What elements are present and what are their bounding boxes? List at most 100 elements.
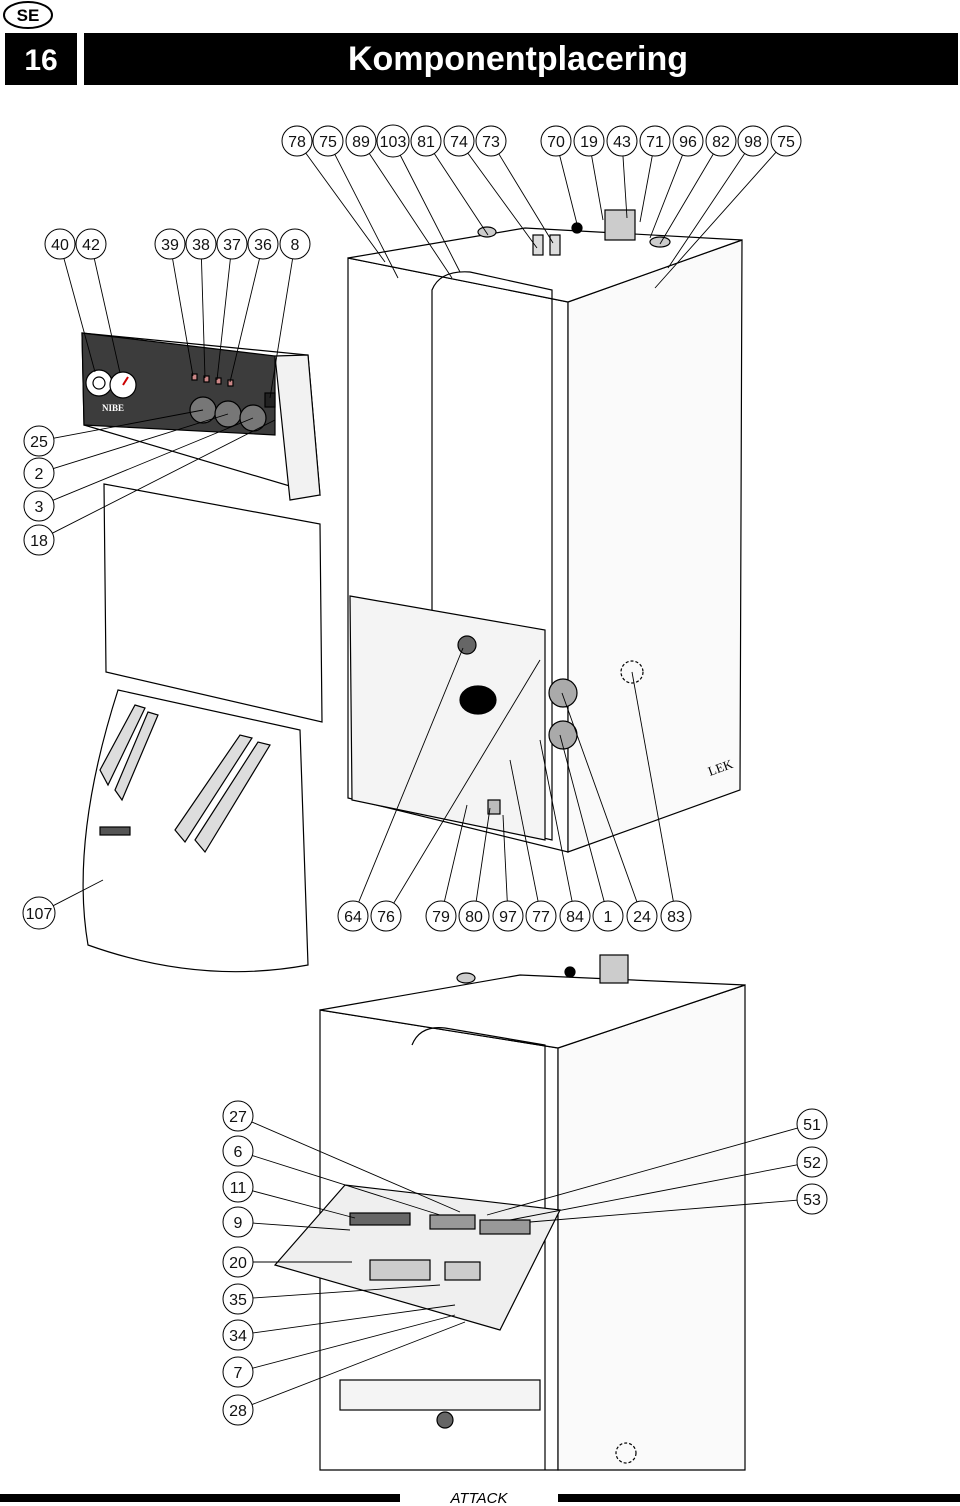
callout-circle [705, 125, 737, 157]
callout-circle [458, 900, 490, 932]
callout-9: 9 [222, 1206, 254, 1238]
callout-circle [222, 1100, 254, 1132]
callout-24: 24 [626, 900, 658, 932]
callout-circle [492, 900, 524, 932]
callout-circle [44, 228, 76, 260]
callout-89: 89 [345, 125, 377, 157]
callout-83: 83 [660, 900, 692, 932]
callout-circle [525, 900, 557, 932]
callout-64: 64 [337, 900, 369, 932]
title-bar [84, 33, 958, 85]
leader-line-top_row_a-4 [433, 153, 489, 236]
callout-number: 70 [547, 134, 565, 151]
leader-line-panel_row-6 [269, 258, 294, 399]
callout-1: 1 [592, 900, 624, 932]
callout-number: 51 [803, 1117, 821, 1134]
callout-circle [222, 1319, 254, 1351]
leader-line-top_row_b-1 [591, 155, 604, 221]
callout-number: 3 [35, 499, 44, 516]
callout-71: 71 [639, 125, 671, 157]
leader-line-bottom_row-2 [393, 659, 541, 904]
leader-line-panel_row-1 [93, 258, 121, 374]
callout-number: 97 [499, 909, 517, 926]
callout-number: 107 [26, 906, 53, 923]
callout-number: 9 [234, 1215, 243, 1232]
callout-27: 27 [222, 1100, 254, 1132]
leader-line-top_row_a-5 [467, 152, 538, 249]
callout-number: 42 [82, 237, 100, 254]
callout-circle [216, 228, 248, 260]
callout-19: 19 [573, 125, 605, 157]
callout-number: 73 [482, 134, 500, 151]
callout-number: 36 [254, 237, 272, 254]
callout-circle [222, 1171, 254, 1203]
callout-number: 76 [377, 909, 395, 926]
callout-43: 43 [606, 125, 638, 157]
callout-number: 7 [234, 1365, 243, 1382]
callout-circle [23, 524, 55, 556]
leader-line-bottom_row-4 [475, 807, 491, 902]
callout-79: 79 [425, 900, 457, 932]
callout-42: 42 [75, 228, 107, 260]
callout-circle [247, 228, 279, 260]
language-badge-text: SE [17, 6, 40, 25]
leader-line-top_row_b-7 [654, 151, 777, 289]
callout-circle [639, 125, 671, 157]
callout-circle [626, 900, 658, 932]
callout-82: 82 [705, 125, 737, 157]
callout-73: 73 [475, 125, 507, 157]
callout-98: 98 [737, 125, 769, 157]
callout-39: 39 [154, 228, 186, 260]
callout-number: 84 [566, 909, 584, 926]
leader-line-bottom_row-6 [509, 759, 539, 902]
callout-number: 89 [352, 134, 370, 151]
callout-number: 25 [30, 434, 48, 451]
callout-number: 37 [223, 237, 241, 254]
front-cover [82, 689, 309, 973]
page-footer: ATTACK [0, 1490, 960, 1506]
leader-line-bottom_row-7 [539, 739, 573, 902]
leader-line-bottom_row-8 [559, 734, 605, 902]
callout-circle [222, 1283, 254, 1315]
callout-75: 75 [770, 125, 802, 157]
callout-number: 1 [604, 909, 613, 926]
callout-circle [425, 900, 457, 932]
callout-80: 80 [458, 900, 490, 932]
callout-number: 82 [712, 134, 730, 151]
control-panel [81, 332, 321, 501]
callout-34: 34 [222, 1319, 254, 1351]
leader-line-lower_right-0 [486, 1127, 798, 1216]
callout-8: 8 [279, 228, 311, 260]
callout-circle [222, 1135, 254, 1167]
leader-line-top_row_b-4 [649, 154, 683, 239]
page-number-box [5, 33, 77, 85]
leader-line-top_row_a-2 [368, 153, 453, 279]
callout-107: 107 [22, 896, 56, 930]
callout-circle [592, 900, 624, 932]
callout-circle [337, 900, 369, 932]
callout-number: 43 [613, 134, 631, 151]
callout-77: 77 [525, 900, 557, 932]
leader-line-top_row_a-1 [334, 154, 399, 279]
leader-line-lower_left-1 [252, 1155, 441, 1216]
callout-number: 53 [803, 1192, 821, 1209]
callout-circle [222, 1246, 254, 1278]
leader-line-panel_row-0 [63, 258, 96, 373]
callout-circle [376, 124, 410, 158]
leader-line-panel_row-5 [229, 258, 260, 383]
callout-number: 35 [229, 1292, 247, 1309]
leader-line-bottom_row-1 [358, 647, 464, 903]
callout-circle [559, 900, 591, 932]
callout-circle [23, 425, 55, 457]
callout-circle [279, 228, 311, 260]
callout-76: 76 [370, 900, 402, 932]
callout-circle [222, 1356, 254, 1388]
callout-circle [345, 125, 377, 157]
leader-line-panel_row-4 [216, 258, 231, 381]
callout-40: 40 [44, 228, 76, 260]
callout-circle [75, 228, 107, 260]
callout-number: 103 [380, 134, 407, 151]
main-cabinet [347, 209, 743, 853]
callout-number: 8 [291, 237, 300, 254]
callout-35: 35 [222, 1283, 254, 1315]
